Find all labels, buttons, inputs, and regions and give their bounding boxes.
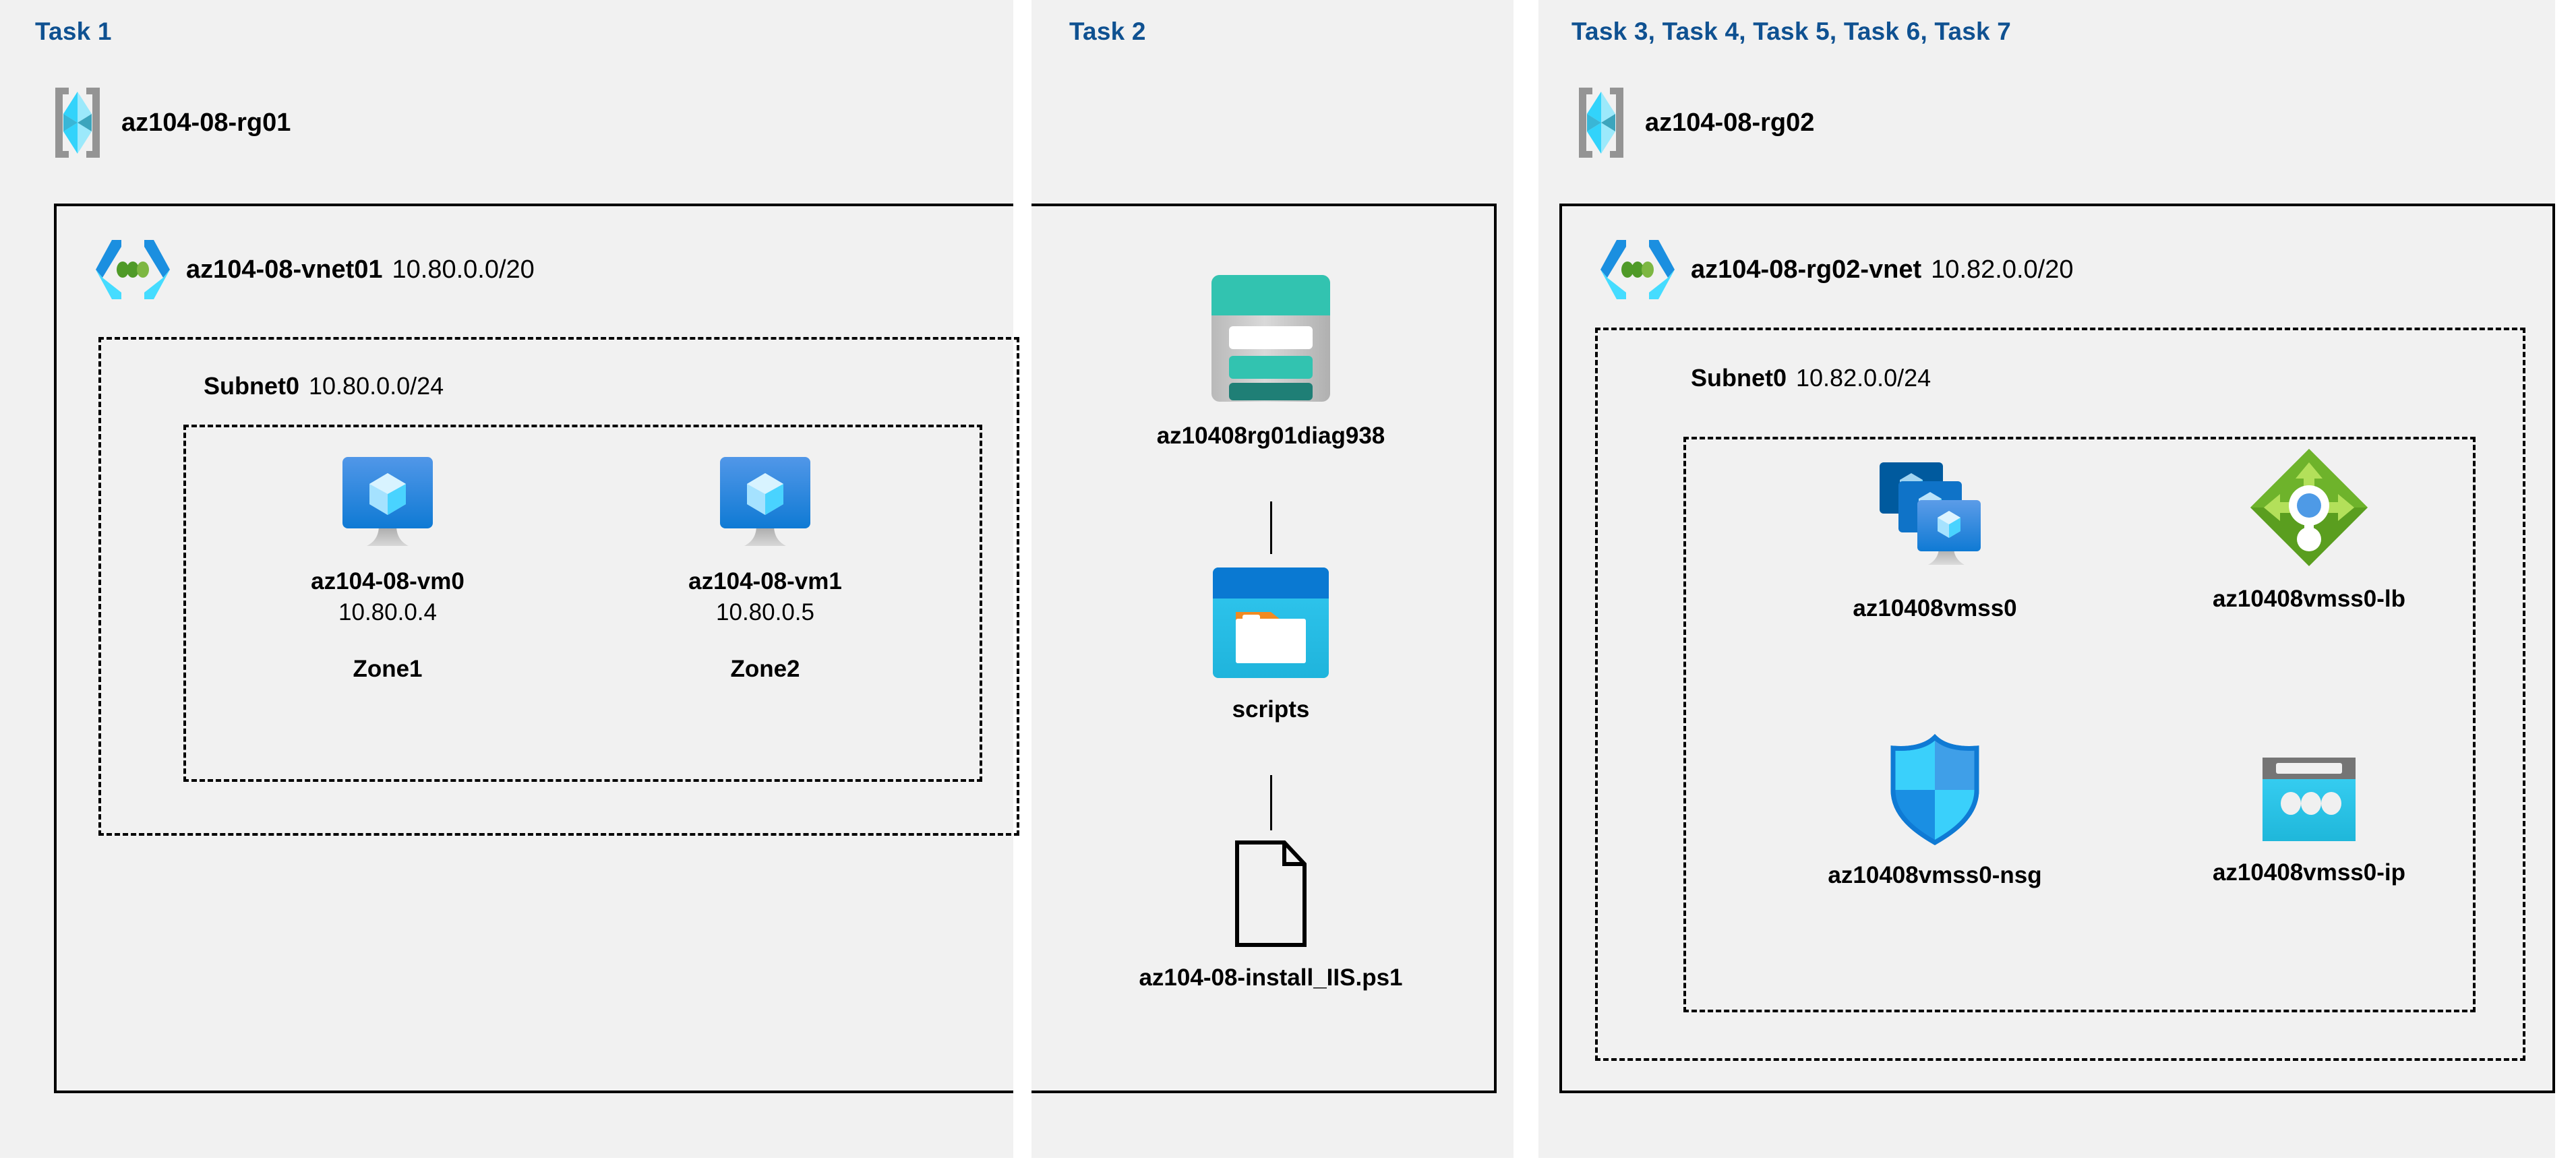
vnet01-cidr: 10.80.0.0/20	[392, 255, 535, 284]
vm-node-az104-08-vm1[interactable]: az104-08-vm1 10.80.0.5 Zone2	[640, 453, 890, 683]
task3to7-heading: Task 3, Task 4, Task 5, Task 6, Task 7	[1571, 18, 2012, 45]
storage-account-icon	[1205, 270, 1337, 407]
availability-zones-boundary	[183, 425, 982, 782]
resource-group-rg02-label: az104-08-rg02	[1645, 108, 1815, 137]
load-balancer-name: az10408vmss0-lb	[2212, 586, 2406, 612]
task2-heading: Task 2	[1069, 18, 1146, 45]
rg02-vnet-boundary	[1559, 204, 2555, 1093]
resource-group-rg01: az104-08-rg01	[49, 86, 291, 159]
subnet0-rg02-name: Subnet0	[1691, 364, 1787, 392]
virtual-machine-icon	[337, 453, 438, 553]
vnet01-title: az104-08-vnet01 10.80.0.0/20	[186, 255, 535, 284]
subnet0-rg01-cidr: 10.80.0.0/24	[309, 372, 444, 400]
task2-boundary-right-edge	[1494, 204, 1497, 1093]
subnet0-rg02-header: Subnet0 10.82.0.0/24	[1691, 364, 1931, 392]
virtual-network-icon	[1599, 237, 1676, 302]
nsg-node[interactable]: az10408vmss0-nsg	[1773, 733, 2097, 889]
rg02-vnet-cidr: 10.82.0.0/20	[1931, 255, 2074, 284]
storage-account-name: az10408rg01diag938	[1156, 423, 1385, 449]
vm-node-az104-08-vm0[interactable]: az104-08-vm0 10.80.0.4 Zone1	[263, 453, 512, 683]
subnet0-rg01-boundary	[98, 337, 1019, 836]
load-balancer-icon	[2246, 445, 2372, 570]
subnet0-rg01-header: Subnet0 10.80.0.0/24	[204, 372, 444, 400]
vm1-ip: 10.80.0.5	[716, 599, 814, 626]
load-balancer-node[interactable]: az10408vmss0-lb	[2157, 445, 2461, 613]
public-ip-name: az10408vmss0-ip	[2212, 859, 2406, 886]
vmss-name: az10408vmss0	[1853, 595, 2017, 621]
vm-scale-set-icon	[1867, 458, 2002, 580]
blob-container-node[interactable]: scripts	[1119, 565, 1422, 723]
vm0-name: az104-08-vm0	[311, 568, 465, 594]
vm1-zone: Zone2	[730, 656, 800, 683]
storage-account-node[interactable]: az10408rg01diag938	[1119, 270, 1422, 450]
script-file-node[interactable]: az104-08-install_IIS.ps1	[1079, 838, 1463, 991]
resource-group-icon	[1572, 86, 1630, 159]
vm1-name: az104-08-vm1	[688, 568, 842, 594]
script-file-icon	[1228, 838, 1314, 949]
rg02-vnet-name: az104-08-rg02-vnet	[1691, 255, 1922, 284]
blob-container-icon	[1210, 565, 1331, 681]
blob-container-name: scripts	[1232, 696, 1310, 723]
vmss-node[interactable]: az10408vmss0	[1793, 458, 2076, 622]
subnet0-rg01-name: Subnet0	[204, 372, 300, 400]
task3to7-panel	[1538, 0, 2555, 1158]
public-ip-address-icon	[2258, 755, 2360, 844]
rg02-vnet-header: az104-08-rg02-vnet 10.82.0.0/20	[1599, 237, 2073, 302]
resource-group-rg01-label: az104-08-rg01	[121, 108, 291, 137]
network-security-group-icon	[1884, 733, 1985, 847]
nsg-name: az10408vmss0-nsg	[1828, 862, 2042, 888]
public-ip-node[interactable]: az10408vmss0-ip	[2151, 755, 2467, 886]
connector-storage-to-container	[1270, 501, 1272, 554]
virtual-machine-icon	[715, 453, 816, 553]
task1-heading: Task 1	[35, 18, 112, 45]
resource-group-rg02: az104-08-rg02	[1572, 86, 1814, 159]
vnet01-header: az104-08-vnet01 10.80.0.0/20	[94, 237, 535, 302]
subnet0-rg02-cidr: 10.82.0.0/24	[1796, 364, 1931, 392]
subnet0-rg02-boundary	[1595, 328, 2525, 1061]
rg02-vnet-title: az104-08-rg02-vnet 10.82.0.0/20	[1691, 255, 2073, 284]
resource-group-icon	[49, 86, 107, 159]
subnet-resources-boundary	[1683, 437, 2476, 1012]
column-gap-task2-task3	[1514, 0, 1538, 1166]
task1-panel	[0, 0, 1013, 1158]
virtual-network-icon	[94, 237, 171, 302]
column-gap-task1-task2	[1013, 0, 1031, 1166]
vnet01-name: az104-08-vnet01	[186, 255, 383, 284]
vm0-zone: Zone1	[353, 656, 423, 683]
connector-container-to-script	[1270, 775, 1272, 830]
vm0-ip: 10.80.0.4	[338, 599, 437, 626]
script-file-name: az104-08-install_IIS.ps1	[1139, 964, 1403, 991]
